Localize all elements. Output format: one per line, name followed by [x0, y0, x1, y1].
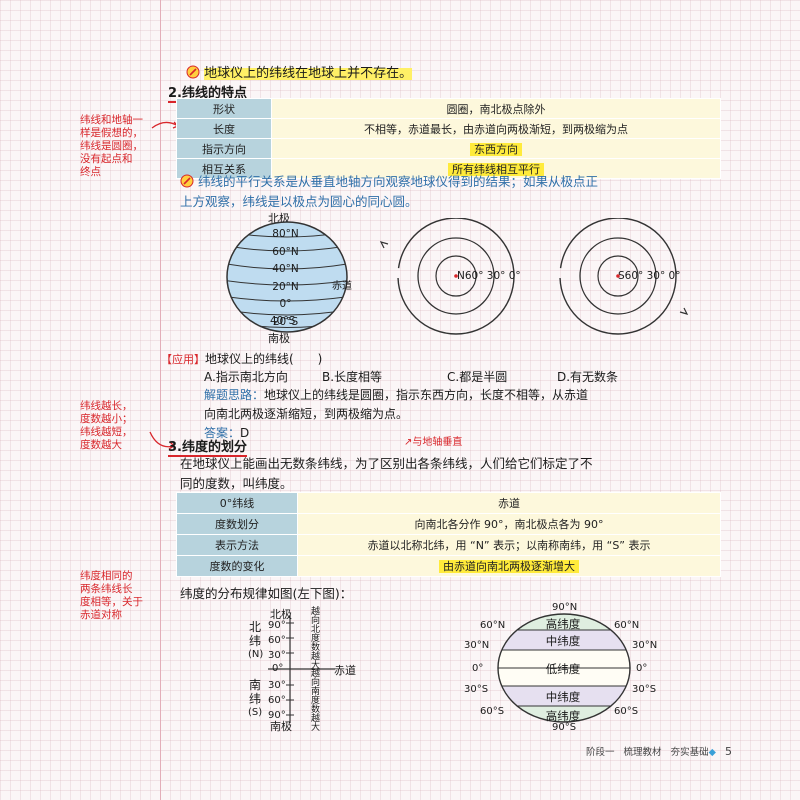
latitude-scale-diagram — [268, 615, 335, 723]
answer-options: A.指示南北方向 B.长度相等 C.都是半圆 D.有无数条 — [204, 368, 724, 385]
top-note: 地球仪上的纬线在地球上并不存在。 — [186, 62, 413, 81]
band-high-n: 高纬度 — [545, 617, 581, 631]
parallel-note: 纬线的平行关系是从垂直地轴方向观察地球仪得到的结果；如果从极点正 上方观察，纬线… — [180, 174, 598, 209]
scale-zero: 0° — [272, 663, 284, 674]
g2-right-60n: 60°N — [614, 620, 640, 631]
application-question: 【应用】地球仪上的纬线( ) — [161, 352, 323, 366]
g2-right-30n: 30°N — [632, 640, 658, 651]
option-c: C.都是半圆 — [447, 370, 508, 384]
section-2-title: 2.纬线的特点 — [168, 86, 247, 103]
scale-north-label: 北纬(N) — [248, 620, 264, 660]
side-note-2: 纬线越长， 度数越小； 纬线越短， 度数越大 — [80, 400, 133, 451]
option-b: B.长度相等 — [322, 370, 383, 384]
north-polar-view — [379, 218, 515, 335]
g2-left-30s: 30°S — [464, 684, 489, 695]
scale-south-label: 南纬(S) — [248, 678, 263, 718]
latitude-zones-globe — [497, 613, 631, 723]
band-mid-n: 中纬度 — [545, 634, 581, 648]
parallel-features-table: 形状圆圈，南北极点除外 长度不相等，赤道最长，由赤道向两极渐短，到两极缩为点 指… — [176, 98, 721, 179]
side-note-1: 纬线和地轴一 样是假想的， 纬线是圆圈， 没有起点和 终点 — [80, 114, 143, 178]
margin-line — [160, 0, 161, 800]
distribution-caption: 纬度的分布规律如图(左下图)： — [180, 586, 353, 601]
band-high-s: 高纬度 — [545, 709, 581, 723]
side-note-3: 纬度相同的 两条纬线长 度相等，关于 赤道对称 — [80, 570, 143, 621]
scale-down-note: 越向南度数越大 — [309, 668, 319, 731]
band-mid-s: 中纬度 — [545, 690, 581, 704]
pencil-icon — [186, 65, 200, 79]
south-polar-view — [559, 218, 689, 335]
latitude-definition: 在地球仪上能画出无数条纬线，为了区别出各条纬线，人们给它们标定了不 同的度数，叫… — [180, 456, 593, 491]
scale-north-pole: 北极 — [270, 608, 292, 621]
solution-hint: 解题思路：地球仪上的纬线是圆圈，指示东西方向，长度不相等，从赤道 向南北两极逐渐… — [204, 388, 589, 440]
south-polar-labels: S60° 30° 0° — [618, 270, 681, 282]
pencil-icon — [180, 174, 194, 188]
north-polar-labels: N60° 30° 0° — [457, 270, 521, 282]
scale-equator: 赤道 — [334, 664, 356, 677]
globe1-label-40s: 40°S — [270, 315, 296, 327]
g2-left-60s: 60°S — [480, 706, 505, 717]
scale-ticks-south: 30° 60° 90° — [268, 680, 286, 721]
g2-right-60s: 60°S — [614, 706, 639, 717]
page-footer: 阶段一 梳理教材 夯实基础◆ 5 — [586, 745, 732, 758]
scale-ticks-north: 90° 60° 30° — [268, 620, 286, 661]
perpendicular-bubble: ↗与地轴垂直 — [404, 437, 463, 448]
scale-up-note: 越向北度数越大 — [309, 606, 319, 669]
band-low: 低纬度 — [545, 662, 581, 676]
g2-right-30s: 30°S — [632, 684, 657, 695]
globe1-labels: 80°N 60°N 40°N 20°N 0° 20°S — [272, 228, 299, 328]
g2-left-30n: 30°N — [464, 640, 490, 651]
g2-right-0: 0° — [636, 663, 648, 674]
arrow-icon — [149, 431, 176, 450]
option-d: D.有无数条 — [557, 370, 619, 384]
south-pole-label: 南极 — [268, 332, 290, 345]
g2-left-60n: 60°N — [480, 620, 506, 631]
globe2-top: 90°N — [552, 602, 578, 613]
g2-left-0: 0° — [472, 663, 484, 674]
option-a: A.指示南北方向 — [204, 370, 288, 384]
latitude-division-table: 0°纬线赤道 度数划分向南北各分作 90°，南北极点各为 90° 表示方法赤道以… — [176, 492, 721, 577]
globe2-bottom: 90°S — [552, 722, 577, 733]
scale-south-pole: 南极 — [270, 720, 292, 733]
section-3-title: 3.纬度的划分 — [168, 440, 247, 457]
page-number: 5 — [724, 745, 732, 758]
globe1-equator-label: 赤道 — [332, 281, 352, 292]
globe-parallels-diagram — [226, 221, 348, 333]
